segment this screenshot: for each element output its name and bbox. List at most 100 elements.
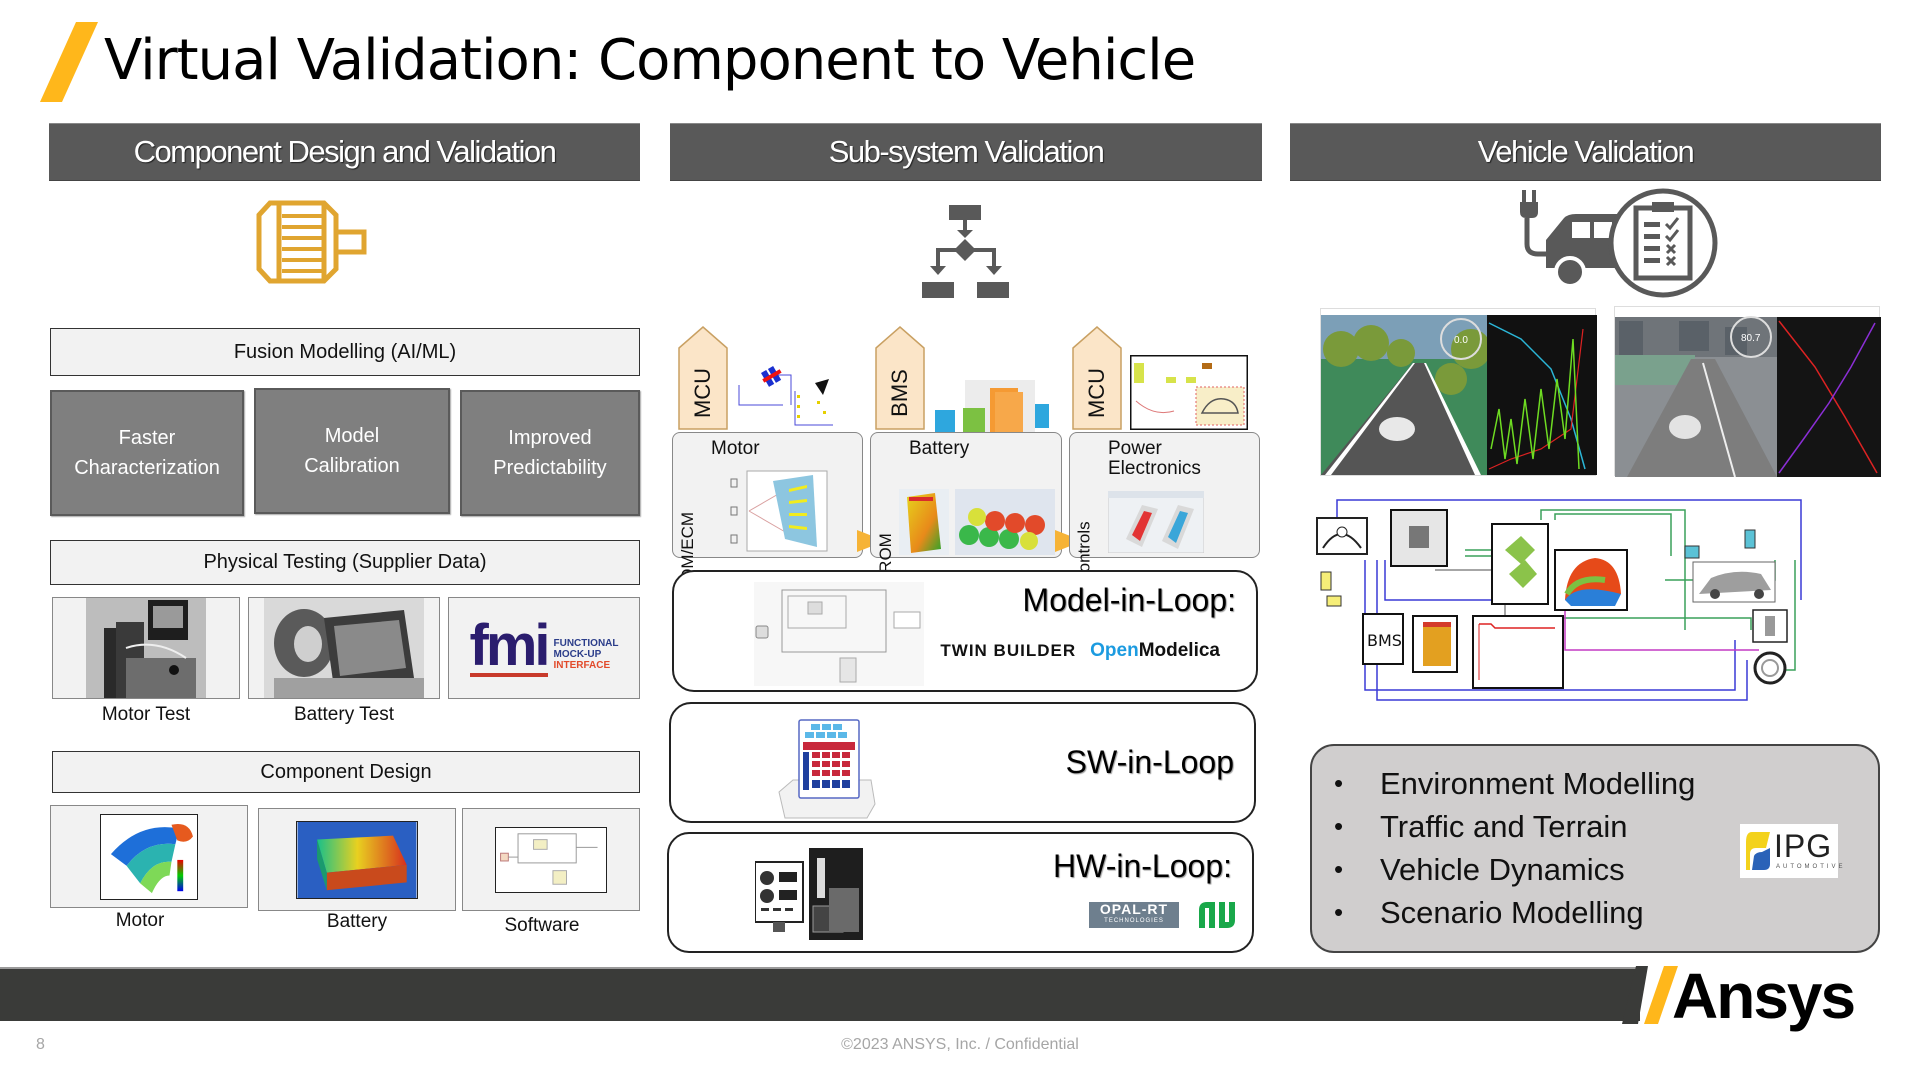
subsystem-battery-box: ROM Battery [870,432,1062,573]
fmi-logo-line: FUNCTIONAL [553,638,619,649]
urban-road-scene-icon: 80.7 [1615,316,1881,478]
motor-test-image-icon [86,598,206,698]
caption-battery-test: Battery Test [294,704,394,725]
tile-line: Improved [508,427,592,449]
hw-in-loop-title: HW-in-Loop: [1052,848,1232,884]
mcu-schematic-thumbnail [738,366,833,426]
tab-shape-icon [678,326,728,430]
software-block-diagram [462,808,640,911]
sw-in-loop-title: SW-in-Loop [1065,744,1234,780]
motor-test-photo [52,597,240,699]
battery-rom-render-icon [899,489,1055,555]
subsystem-motor-box: ROM/ECM Motor [672,432,863,594]
battery-test-photo [248,597,440,699]
fusion-modelling-label: Fusion Modelling (AI/ML) [50,328,640,376]
tab-label: MCU [1084,367,1110,419]
flowchart-icon [922,205,1009,298]
speed-readout-rural: 0.0 [1454,335,1468,346]
tab-bms: BMS [875,326,925,430]
motor-title: Motor [711,438,760,459]
bullet-icon: • [1334,854,1344,884]
power-electronics-render-icon [1108,491,1204,553]
tile-line: Characterization [74,457,220,479]
tile-line: Calibration [304,455,400,477]
ecu-software-icon [778,719,876,819]
caption-motor-test: Motor Test [101,704,191,725]
caption-software: Software [504,915,580,936]
battery-test-image-icon [264,598,424,698]
footer-bar [0,967,1640,1021]
battery-title: Battery [909,438,970,459]
openmodelica-modelica: Modelica [1138,640,1220,661]
driving-simulation-screenshot-urban: 80.7 [1614,306,1881,478]
power-electronics-title: Power Electronics [1108,438,1201,479]
tab-label: BMS [887,369,912,417]
list-item-text: Scenario Modelling [1380,895,1644,930]
component-design-label: Component Design [52,751,640,793]
bullet-icon: • [1334,897,1344,927]
caption-battery: Battery [326,911,388,932]
ansys-slash-icon [1622,966,1678,1024]
model-in-loop-box: Model-in-Loop: TWIN BUILDER OpenModelica [672,570,1258,692]
fmi-logo-line: MOCK-UP [553,649,602,660]
list-item-text: Environment Modelling [1380,766,1696,801]
tile-line: Model [324,425,380,447]
ev-checklist-icon [1520,188,1718,298]
vehicle-capabilities-box: •Environment Modelling •Traffic and Terr… [1310,744,1880,953]
ipg-logo-sub: AUTOMOTIVE [1776,864,1846,870]
list-item: •Traffic and Terrain [1334,805,1695,848]
list-item: • Vehicle Dynamics [1334,848,1695,891]
system-schematic-icon: BMS [1316,499,1802,701]
fmi-logo-line: INTERFACE [553,660,611,671]
capabilities-list: •Environment Modelling •Traffic and Terr… [1334,762,1695,934]
tab-shape-icon [875,326,925,430]
list-item: • Scenario Modelling [1334,891,1695,934]
driving-simulation-screenshot-rural: 0.0 [1320,308,1597,476]
copyright: ©2023 ANSYS, Inc. / Confidential [841,1036,1079,1053]
openmodelica-logo: OpenModelica [1090,640,1220,662]
speed-readout-urban: 80.7 [1741,333,1761,344]
battery-side-label: ROM [876,533,896,573]
tab-mcu-power: MCU [1072,326,1122,430]
opal-rt-sub: TECHNOLOGIES [1104,918,1164,924]
vehicle-system-diagram: BMS [1315,490,1815,715]
model-in-loop-title: Model-in-Loop: [1022,582,1236,618]
rural-road-scene-icon: 0.0 [1321,315,1597,475]
hil-test-bench-icon [755,848,863,940]
ni-logo-icon [1199,902,1235,928]
battery-render-image-icon [296,820,418,899]
motor-fea-render [50,805,248,908]
ipg-automotive-logo: IPG AUTOMOTIVE [1740,824,1843,878]
software-diagram-image-icon [495,826,607,893]
opal-rt-logo: OPAL-RT TECHNOLOGIES [1089,902,1179,928]
sw-in-loop-box: SW-in-Loop [669,702,1256,823]
bms-block-label: BMS [1367,631,1402,650]
ipg-logo-text: IPG [1774,828,1833,864]
ipg-logo-mark-icon [1746,832,1770,870]
header-component-design: Component Design and Validation [49,123,640,181]
bullet-icon: • [1334,811,1344,841]
list-item: •Environment Modelling [1334,762,1695,805]
hw-in-loop-box: HW-in-Loop: OPAL-RT TECHNOLOGIES [667,832,1254,953]
header-vehicle-validation: Vehicle Validation [1290,123,1881,181]
motor-rom-diagram-icon [730,470,828,552]
twin-builder-logo: TWIN BUILDER [940,641,1077,660]
ansys-logo: Ansys [1672,960,1856,1032]
tile-line: Faster [118,427,176,449]
tab-shape-icon [1072,326,1122,430]
openmodelica-open: Open [1090,640,1139,661]
tab-label: MCU [690,367,716,419]
motor-render-image-icon [100,813,198,900]
battery-thermal-render [258,808,456,911]
model-in-loop-diagram-icon [754,582,924,686]
caption-motor: Motor [115,910,165,931]
page-title: Virtual Validation: Component to Vehicle [104,28,1196,93]
tab-mcu-motor: MCU [678,326,728,430]
list-item-text: Vehicle Dynamics [1380,852,1625,887]
opal-rt-name: OPAL-RT [1099,901,1169,917]
fmi-logo: fmi FUNCTIONAL MOCK-UP INTERFACE [448,597,640,699]
accent-slash-icon [40,22,98,102]
